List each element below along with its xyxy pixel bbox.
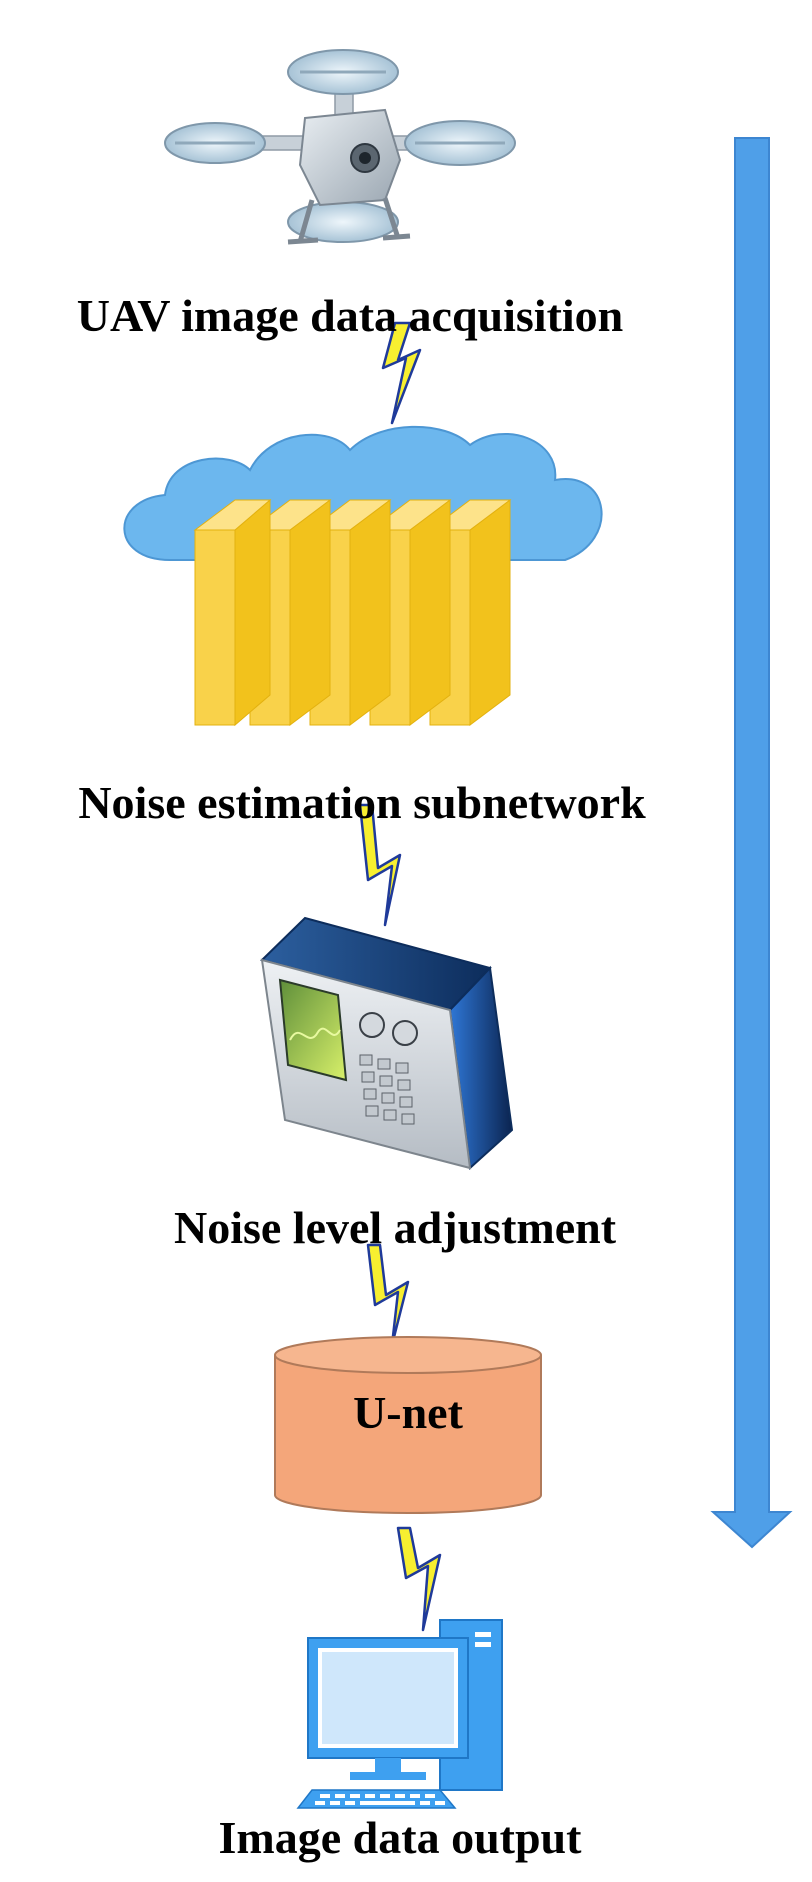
- uav-acquisition-label: UAV image data acquisition: [76, 290, 624, 341]
- lightning-bolt-icon: [396, 1526, 442, 1632]
- down-arrow-icon: [710, 137, 793, 1549]
- noise-estimation-label: Noise estimation subnetwork: [78, 777, 646, 828]
- cloud-network-layers-icon: [123, 425, 603, 727]
- lightning-bolt-icon: [366, 1243, 410, 1347]
- lightning-bolt-icon: [358, 803, 402, 927]
- unet-label: U-net: [353, 1387, 463, 1438]
- database-cylinder-icon: [274, 1336, 542, 1514]
- desktop-computer-icon: [296, 1619, 503, 1809]
- drone-icon: [164, 49, 516, 245]
- lightning-bolt-icon: [381, 321, 422, 425]
- noise-adjustment-label: Noise level adjustment: [173, 1202, 617, 1253]
- signal-generator-icon: [260, 916, 514, 1171]
- image-output-label: Image data output: [218, 1812, 582, 1863]
